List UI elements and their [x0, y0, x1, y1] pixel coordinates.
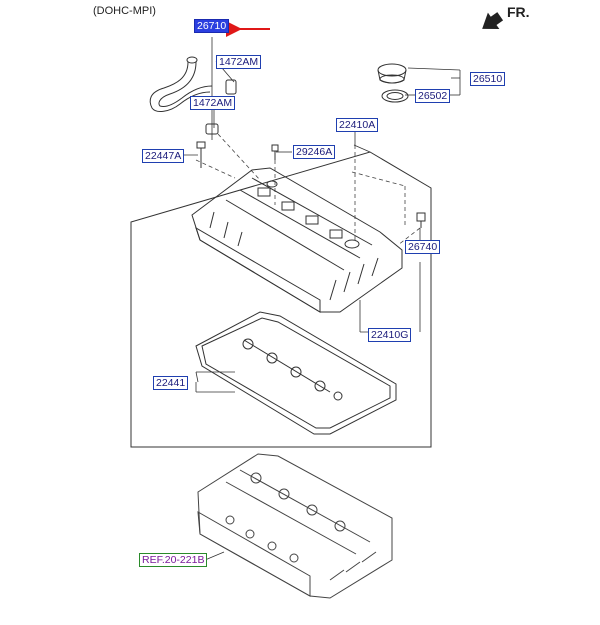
part-1472AM-bottom-label[interactable]: 1472AM: [190, 96, 236, 110]
part-26510-label[interactable]: 26510: [470, 72, 506, 86]
dashed-guides: [195, 133, 421, 246]
direction-label: FR.: [507, 4, 530, 20]
part-26710-label[interactable]: 26710: [194, 19, 230, 33]
reference-label[interactable]: REF.20-221B: [139, 553, 208, 567]
part-22441-label[interactable]: 22441: [153, 376, 189, 390]
cylinder-head-cover-drawing: [191, 167, 403, 313]
part-26740-label[interactable]: 26740: [405, 240, 441, 254]
oil-filler-cap-drawing: [377, 63, 409, 103]
part-26502-label[interactable]: 26502: [415, 89, 451, 103]
bolt-drawings: [196, 141, 426, 228]
front-direction-icon: [482, 12, 504, 30]
part-22447A-label[interactable]: 22447A: [142, 149, 185, 163]
part-1472AM-top-label[interactable]: 1472AM: [216, 55, 262, 69]
engine-caption: (DOHC-MPI): [93, 5, 156, 17]
ref-leader-line: [204, 551, 225, 561]
part-22410G-label[interactable]: 22410G: [368, 328, 412, 342]
cylinder-head-drawing: [197, 453, 393, 599]
part-22410A-label[interactable]: 22410A: [336, 118, 379, 132]
assembly-frame: [130, 151, 432, 448]
part-29246A-label[interactable]: 29246A: [293, 145, 336, 159]
breather-hose-drawing: [149, 56, 237, 135]
gasket-drawing: [195, 311, 397, 435]
